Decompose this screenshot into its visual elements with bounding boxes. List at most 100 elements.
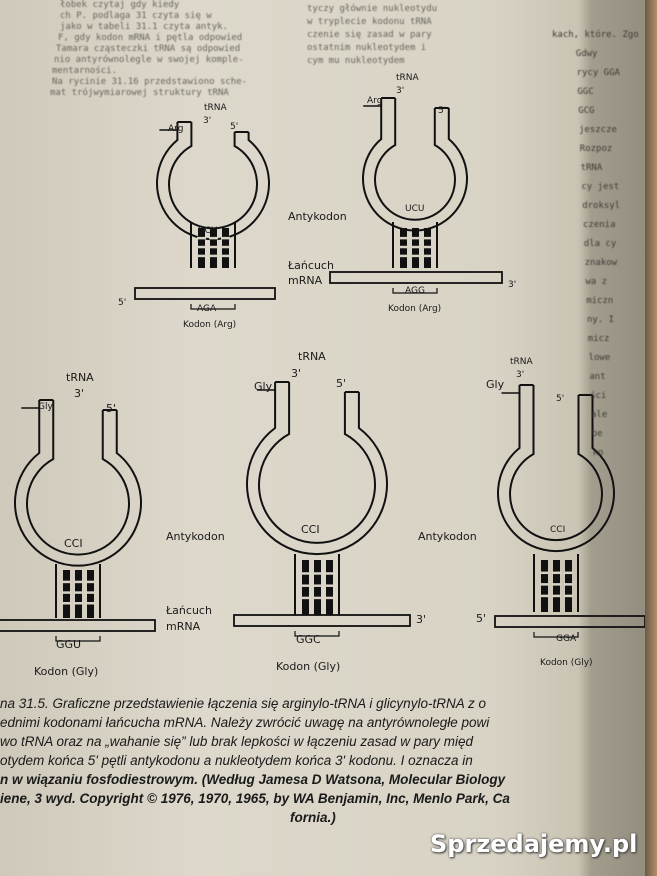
base-pair-gap — [62, 591, 71, 594]
mrna-strand — [329, 271, 503, 284]
caption-line: na 31.5. Graficzne przedstawienie łączen… — [0, 696, 486, 711]
text-line: Tamara cząsteczki tRNA są odpowied — [56, 44, 241, 54]
anticodon-label: UCU — [405, 204, 425, 214]
trna-label: tRNA — [66, 371, 94, 384]
base-pair-gap — [552, 571, 561, 575]
codon-caption: Kodon (Arg) — [183, 320, 237, 330]
text-line: Rozpoz — [579, 144, 613, 154]
text-line: w tryplecie kodonu tRNA — [307, 17, 432, 27]
text-line: znakow — [584, 258, 618, 268]
text-line: kach, które. Zgo — [552, 30, 639, 40]
amino-acid-label: Arg — [168, 124, 184, 134]
codon-bracket — [533, 632, 579, 638]
base-pair-gap — [301, 596, 310, 600]
trna-inner-strand — [168, 122, 258, 230]
end-3-label: 3' — [516, 370, 525, 380]
base-pair-gap — [325, 596, 334, 600]
base-pair-gap — [399, 254, 408, 258]
text-line: micz — [587, 334, 610, 344]
text-line: ch P. podlaga 31 czyta się w — [60, 11, 212, 21]
text-line: mentarności. — [52, 66, 118, 76]
base-pair-gap — [74, 591, 83, 594]
base-pair-gap — [399, 245, 408, 249]
base-pair-gap — [209, 236, 218, 240]
text-line: F, gdy kodon mRNA i pętla odpowied — [58, 33, 243, 43]
text-line: łobek czytaj gdy kiedy — [60, 0, 180, 10]
antykodon-label: Antykodon — [418, 530, 477, 543]
amino-acid-label: Gly — [254, 380, 273, 393]
anticodon-label: CCI — [301, 523, 320, 536]
end-3-label: 3' — [203, 116, 212, 126]
base-pair-gap — [423, 236, 432, 240]
text-line: wa z — [585, 277, 608, 287]
text-line: ny. I — [587, 315, 615, 325]
mrna-strand — [134, 287, 276, 300]
antykodon-label: Antykodon — [166, 530, 225, 543]
codon-bracket — [392, 288, 438, 294]
base-pair-gap — [197, 236, 206, 240]
text-line: cy jest — [581, 182, 620, 192]
codon-bracket — [55, 636, 101, 642]
base-pair-gap — [74, 580, 83, 584]
chain-label: Łańcuch — [288, 259, 334, 272]
codon-caption: Kodon (Gly) — [540, 658, 593, 668]
base-pair-gap — [564, 583, 573, 586]
base-pair-gap — [540, 571, 549, 575]
base-pair-gap — [86, 580, 95, 584]
text-line: czenie się zasad w pary — [307, 30, 432, 40]
text-line: GCG — [578, 106, 595, 116]
codon-caption: Kodon (Arg) — [388, 304, 442, 314]
text-line: ko — [592, 448, 604, 458]
caption-line: wo tRNA oraz na „wahanie się” lub brak l… — [0, 734, 473, 749]
amino-acid-label: Gly — [38, 402, 53, 412]
mrna-end-label: 3' — [508, 280, 517, 290]
base-pair-gap — [221, 245, 230, 249]
base-pair-gap — [564, 571, 573, 575]
codon-caption: Kodon (Gly) — [276, 660, 341, 673]
base-pair-gap — [313, 572, 322, 575]
anticodon-label: UCU — [198, 226, 218, 236]
base-pair-gap — [540, 594, 549, 598]
end-3-label: 3' — [396, 86, 405, 96]
text-line: tRNA — [580, 163, 603, 173]
anticodon-label: CCI — [64, 537, 83, 550]
text-line: mat trójwymiarowej struktury tRNA — [50, 88, 229, 98]
text-line: ści — [590, 391, 607, 401]
base-pair-gap — [423, 254, 432, 258]
base-pair-gap — [423, 245, 432, 249]
mrna-strand — [494, 615, 646, 628]
codon-label: AGG — [405, 286, 425, 296]
text-line: dla cy — [583, 239, 617, 249]
base-pair-gap — [411, 254, 420, 258]
amino-acid-label: Gly — [486, 378, 505, 391]
text-line: nio antyrównolegle w swojej komple- — [54, 55, 244, 65]
base-pair-gap — [325, 584, 334, 587]
mrna-end-label: 3' — [416, 613, 427, 626]
trna-outer-strand — [14, 400, 142, 567]
caption-line: fornia.) — [290, 810, 336, 825]
base-pair-bar — [87, 570, 94, 618]
base-pair-gap — [197, 254, 206, 258]
base-pair-gap — [74, 602, 83, 605]
text-line: miczn — [586, 296, 614, 306]
text-line: lowe — [588, 353, 611, 363]
anticodon-label: CCI — [550, 525, 566, 535]
mrna-label: mRNA — [288, 274, 323, 287]
end-3-label: 3' — [74, 387, 85, 400]
base-pair-gap — [301, 572, 310, 575]
antykodon-label: Antykodon — [288, 210, 347, 223]
watermark: Sprzedajemy.pl — [430, 830, 638, 858]
end-5-label: 5' — [336, 377, 347, 390]
text-line: jeszcze — [579, 125, 617, 135]
mrna-end-label: 5' — [118, 298, 127, 308]
text-line: tyczy głównie nukleotydu — [307, 4, 438, 14]
text-line: rycy GGA — [576, 68, 620, 78]
codon-label: GGU — [56, 638, 82, 651]
text-line: ostatnim nukleotydem i — [307, 43, 427, 53]
base-pair-bar — [314, 560, 321, 615]
trna-inner-strand — [374, 98, 456, 221]
base-pair-gap — [552, 583, 561, 586]
codon-caption: Kodon (Gly) — [34, 665, 99, 678]
text-line: jako w tabeli 31.1 czyta antyk. — [60, 22, 228, 32]
trna-outer-strand — [156, 122, 270, 241]
